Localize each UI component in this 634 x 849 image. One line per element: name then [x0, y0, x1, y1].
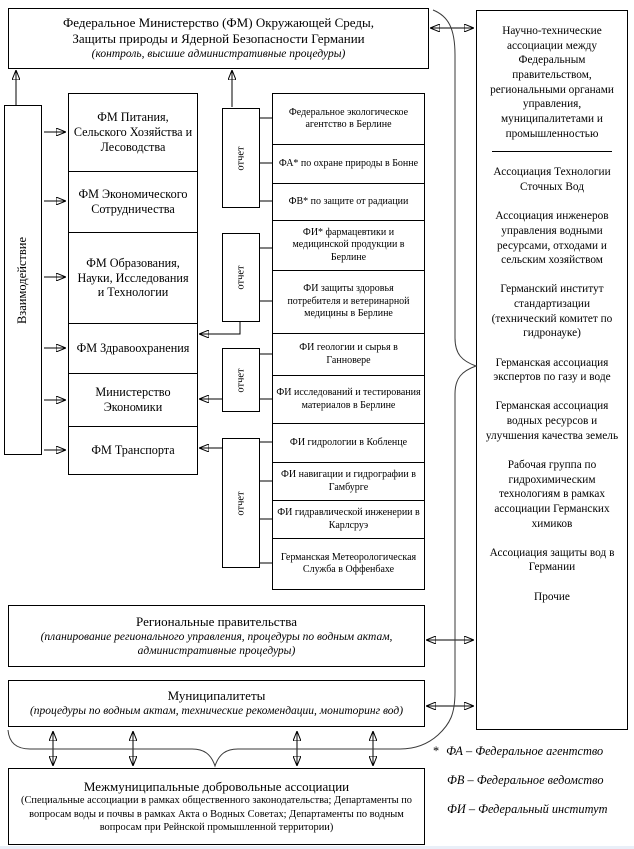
association-item: Ассоциация защиты вод в Германии: [489, 546, 615, 574]
inter-municipal-subtitle: (Специальные ассоциации в рамках обществ…: [21, 795, 412, 834]
legend-item-fv: ФВ – Федеральное ведомство: [447, 773, 631, 788]
agency-consumer-health-box: ФИ защиты здоровья потребителя и ветерин…: [272, 270, 425, 334]
agency-ecology-berlin-box: Федеральное экологическое агентство в Бе…: [272, 93, 425, 145]
agency-materials-berlin-box: ФИ исследований и тестирования материало…: [272, 375, 425, 424]
agency-label: ФИ* фармацевтики и медицинской продукции…: [292, 226, 405, 263]
legend-text: ФВ – Федеральное ведомство: [447, 773, 604, 787]
inter-municipal-title: Межмуниципальные добровольные ассоциации: [83, 778, 350, 794]
agency-label: Германская Метеорологическая Служба в Оф…: [280, 551, 417, 576]
agency-meteo-offenbach-box: Германская Метеорологическая Служба в Оф…: [272, 538, 425, 590]
federal-environment-ministry-box: Федеральное Министерство (ФМ) Окружающей…: [8, 8, 429, 69]
interaction-box: Взаимодействие: [4, 105, 42, 455]
legend-item-fa: * ФА – Федеральное агентство: [433, 744, 631, 759]
association-item: Прочие: [534, 590, 570, 603]
report-box-3: отчет: [222, 348, 260, 412]
regional-title: Региональные правительства: [136, 613, 297, 629]
agency-pharma-berlin-box: ФИ* фармацевтики и медицинской продукции…: [272, 220, 425, 271]
agency-label: ФИ гидравлической инженерии в Карлсруэ: [277, 507, 420, 531]
municipalities-box: Муниципалитеты (процедуры по водным акта…: [8, 680, 425, 727]
municipalities-subtitle: (процедуры по водным актам, технические …: [29, 705, 404, 718]
association-item: Рабочая группа по гидрохимическим технол…: [494, 458, 610, 530]
agency-hydraulic-karlsruhe-box: ФИ гидравлической инженерии в Карлсруэ: [272, 500, 425, 539]
ministry-label: Министерство Экономики: [95, 385, 171, 414]
associations-divider: [492, 151, 612, 153]
report-box-2: отчет: [222, 233, 260, 322]
association-item: Ассоциация инженеров управления водными …: [495, 210, 609, 267]
legend-item-fi: ФИ – Федеральный институт: [447, 802, 631, 817]
ministry-label: ФМ Экономического Сотрудничества: [78, 187, 188, 216]
associations-panel: Научно-технические ассоциации между Феде…: [476, 10, 628, 730]
agency-label: ФИ защиты здоровья потребителя и ветерин…: [287, 283, 410, 320]
agency-label: Федеральное экологическое агентство в Бе…: [288, 106, 409, 131]
asterisk: *: [433, 744, 440, 758]
regional-subtitle: (планирование регионального управления, …: [40, 630, 393, 657]
ministry-label: ФМ Транспорта: [91, 443, 175, 458]
ministry-label: ФМ Образования, Науки, Исследования и Те…: [77, 255, 189, 300]
agency-hydrology-koblenz-box: ФИ гидрологии в Кобленце: [272, 423, 425, 463]
regional-governments-box: Региональные правительства (планирование…: [8, 605, 425, 667]
agency-label: ФИ навигации и гидрографии в Гамбурге: [281, 469, 416, 493]
associations-header: Научно-технические ассоциации между Феде…: [490, 25, 614, 140]
report-box-4: отчет: [222, 438, 260, 568]
ministry-title-line2: Защиты природы и Ядерной Безопасности Ге…: [72, 31, 365, 47]
ministry-label: ФМ Питания, Сельского Хозяйства и Лесово…: [73, 110, 193, 154]
agency-label: ФИ геологии и сырья в Ганновере: [299, 342, 398, 366]
agency-label: ФА* по охране природы в Бонне: [278, 157, 419, 169]
association-item: Германская ассоциация водных ресурсов и …: [485, 400, 619, 442]
report-label: отчет: [235, 490, 247, 516]
ministry-title-line1: Федеральное Министерство (ФМ) Окружающей…: [62, 15, 374, 31]
ministry-label: ФМ Здравоохранения: [76, 341, 190, 356]
municipalities-title: Муниципалитеты: [167, 688, 266, 704]
legend-text: ФИ – Федеральный институт: [447, 802, 608, 816]
agency-radiation-box: ФВ* по защите от радиации: [272, 183, 425, 221]
ministry-education-science-box: ФМ Образования, Науки, Исследования и Те…: [68, 232, 198, 324]
association-item: Германский институт стандартизации (техн…: [491, 283, 613, 340]
window-edge-strip: [0, 846, 634, 849]
agency-nature-bonn-box: ФА* по охране природы в Бонне: [272, 144, 425, 184]
arrow-report2-to-health: [200, 322, 241, 334]
ministry-economic-cooperation-box: ФМ Экономического Сотрудничества: [68, 171, 198, 233]
legend-text: ФА – Федеральное агентство: [446, 744, 604, 758]
agency-label: ФИ исследований и тестирования материало…: [276, 387, 421, 411]
agency-navigation-hamburg-box: ФИ навигации и гидрографии в Гамбурге: [272, 462, 425, 501]
report-box-1: отчет: [222, 108, 260, 208]
ministry-economy-box: Министерство Экономики: [68, 373, 198, 427]
abbreviation-legend: * ФА – Федеральное агентство ФВ – Федерал…: [433, 744, 631, 831]
association-item: Ассоциация Технологии Сточных Вод: [493, 166, 611, 194]
interaction-label: Взаимодействие: [15, 236, 30, 324]
ministry-food-agriculture-box: ФМ Питания, Сельского Хозяйства и Лесово…: [68, 93, 198, 172]
agency-label: ФИ гидрологии в Кобленце: [289, 436, 408, 448]
ministry-subtitle: (контроль, высшие административные проце…: [91, 48, 346, 61]
ministry-health-box: ФМ Здравоохранения: [68, 323, 198, 374]
report-label: отчет: [235, 145, 247, 171]
report-label: отчет: [235, 265, 247, 290]
ministry-transport-box: ФМ Транспорта: [68, 426, 198, 475]
inter-municipal-associations-box: Межмуниципальные добровольные ассоциации…: [8, 768, 425, 845]
agency-geology-hannover-box: ФИ геологии и сырья в Ганновере: [272, 333, 425, 376]
report-label: отчет: [235, 367, 247, 393]
association-item: Германская ассоциация экспертов по газу …: [493, 356, 611, 384]
agency-label: ФВ* по защите от радиации: [288, 195, 409, 207]
